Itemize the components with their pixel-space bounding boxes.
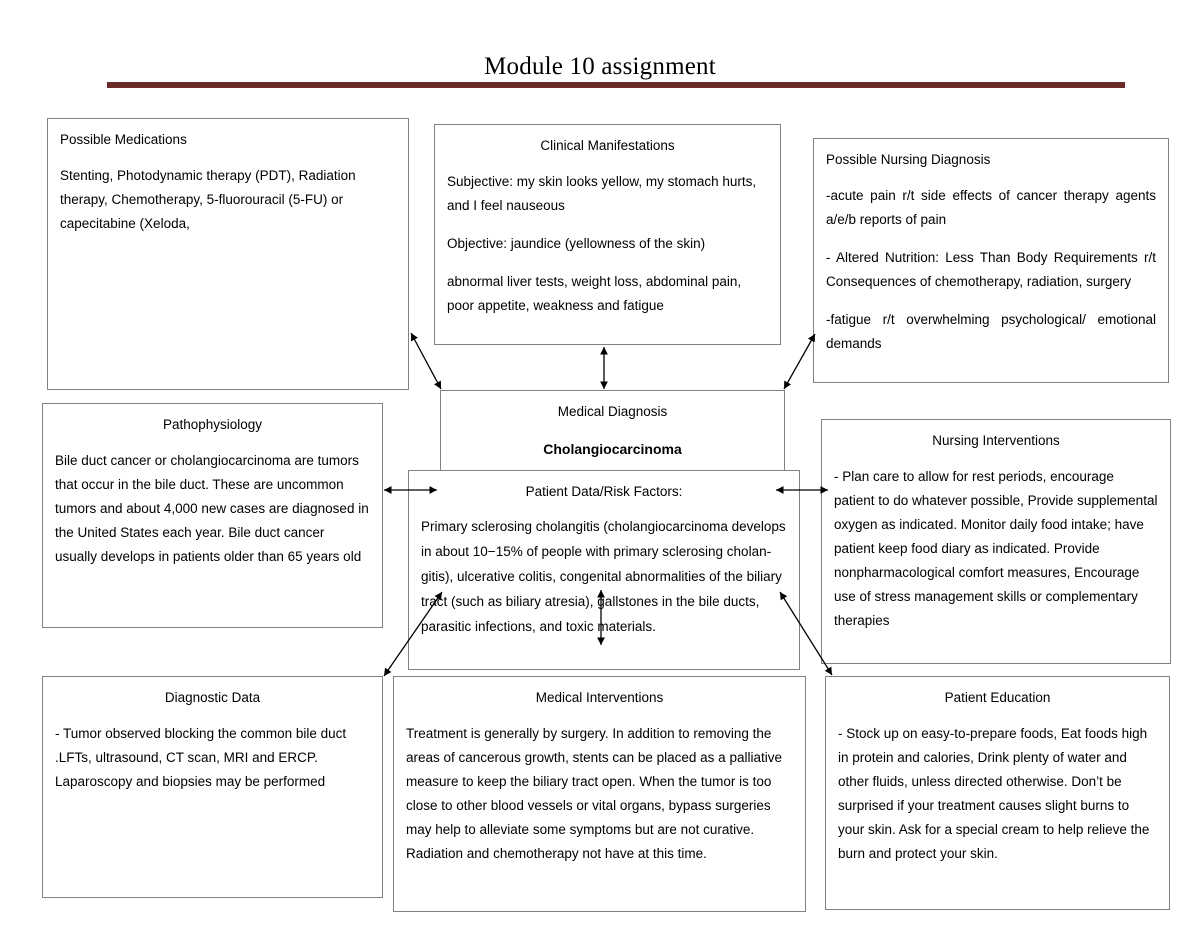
title-divider	[107, 82, 1125, 88]
node-body: Bile duct cancer or cholangiocarcinoma a…	[55, 453, 369, 564]
node-body-objective: Objective: jaundice (yellowness of the s…	[447, 236, 706, 251]
connector-diagnosis-to-nursing-diagnosis	[783, 333, 816, 390]
node-body-item-1: -acute pain r/t side effects of cancer t…	[826, 188, 1156, 227]
node-title: Possible Nursing Diagnosis	[826, 152, 991, 167]
node-body-item-2: - Altered Nutrition: Less Than Body Requ…	[826, 250, 1156, 289]
node-body: - Plan care to allow for rest periods, e…	[834, 469, 1158, 628]
node-possible-nursing-diagnosis[interactable]: Possible Nursing Diagnosis -acute pain r…	[813, 138, 1169, 383]
node-pathophysiology[interactable]: Pathophysiology Bile duct cancer or chol…	[42, 403, 383, 628]
node-body: - Stock up on easy-to-prepare foods, Eat…	[838, 726, 1150, 861]
diagnosis-name: Cholangiocarcinoma	[543, 441, 682, 457]
node-patient-education[interactable]: Patient Education - Stock up on easy-to-…	[825, 676, 1170, 910]
node-title: Patient Education	[944, 690, 1051, 705]
node-title: Medical Interventions	[535, 690, 664, 705]
node-title: Pathophysiology	[162, 417, 263, 432]
node-possible-medications[interactable]: Possible Medications Stenting, Photodyna…	[47, 118, 409, 390]
node-title: Possible Medications	[60, 132, 187, 147]
node-body-subjective: Subjective: my skin looks yellow, my sto…	[447, 174, 757, 213]
node-medical-interventions[interactable]: Medical Interventions Treatment is gener…	[393, 676, 806, 912]
node-body: Primary sclerosing cholangitis (cholangi…	[421, 519, 786, 634]
node-body-other: abnormal liver tests, weight loss, abdom…	[447, 274, 742, 313]
page-title: Module 10 assignment	[484, 53, 716, 80]
node-body: Treatment is generally by surgery. In ad…	[406, 726, 782, 861]
node-title: Nursing Interventions	[932, 433, 1060, 448]
node-title: Diagnostic Data	[164, 690, 261, 705]
node-body: - Tumor observed blocking the common bil…	[55, 726, 347, 789]
node-patient-data-risk-factors[interactable]: Patient Data/Risk Factors: Primary scler…	[408, 470, 800, 670]
node-title: Clinical Manifestations	[540, 138, 675, 153]
node-body-item-3: -fatigue r/t overwhelming psychological/…	[826, 312, 1156, 351]
node-title: Patient Data/Risk Factors:	[525, 484, 683, 499]
node-body: Stenting, Photodynamic therapy (PDT), Ra…	[60, 168, 356, 231]
node-title: Medical Diagnosis	[557, 404, 668, 419]
node-diagnostic-data[interactable]: Diagnostic Data - Tumor observed blockin…	[42, 676, 383, 898]
node-nursing-interventions[interactable]: Nursing Interventions - Plan care to all…	[821, 419, 1171, 664]
node-clinical-manifestations[interactable]: Clinical Manifestations Subjective: my s…	[434, 124, 781, 345]
